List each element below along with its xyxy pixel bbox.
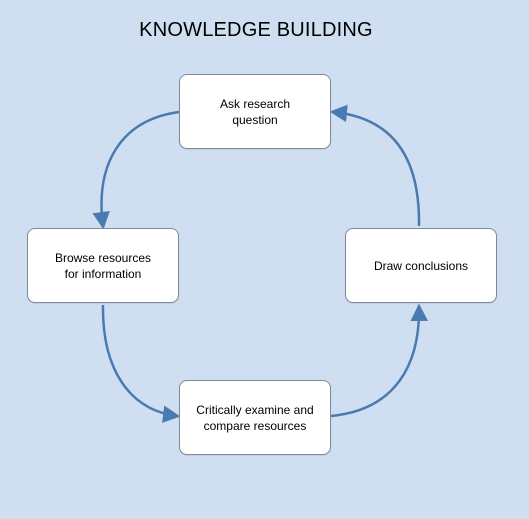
arrow-question-to-browse (92, 110, 180, 230)
arrow-browse-to-examine (101, 304, 181, 423)
node-draw-conclusions: Draw conclusions (345, 228, 497, 303)
node-label: Critically examine and compare resources (196, 402, 314, 433)
node-label: Browse resources for information (54, 250, 152, 281)
node-label: Ask research question (219, 96, 291, 127)
node-ask-research-question: Ask research question (179, 74, 331, 149)
arrow-examine-to-conclusions (330, 303, 428, 418)
node-browse-resources: Browse resources for information (27, 228, 179, 303)
node-label: Draw conclusions (373, 258, 469, 273)
node-critically-examine: Critically examine and compare resources (179, 380, 331, 455)
diagram-title: KNOWLEDGE BUILDING (139, 19, 373, 41)
arrow-conclusions-to-question (329, 104, 421, 227)
